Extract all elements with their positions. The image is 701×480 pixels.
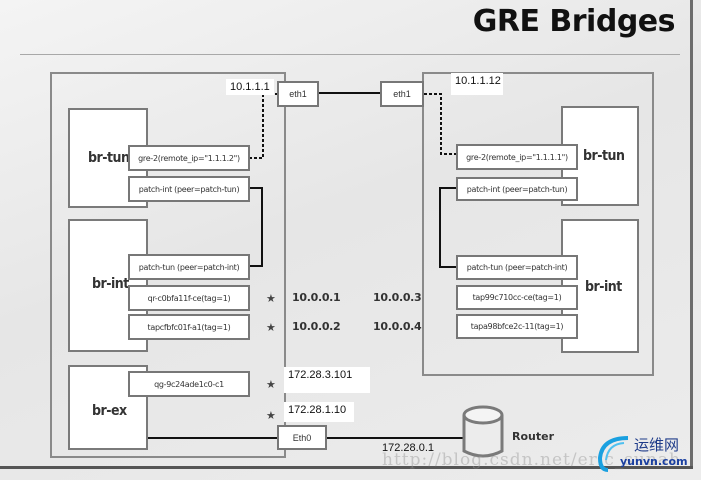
ext-marker-icon: ★: [266, 378, 276, 391]
left-patch-link: [250, 187, 263, 267]
watermark-logo-swoosh-icon: [597, 436, 629, 472]
right-gre-port[interactable]: gre-2(remote_ip="1.1.1.1"): [456, 144, 578, 170]
right-host-ip: 10.1.1.12: [451, 73, 503, 95]
right-patch-tun-port[interactable]: patch-tun (peer=patch-int): [456, 255, 578, 280]
right-host-box: [422, 72, 654, 376]
ext-marker-icon: ★: [266, 409, 276, 422]
right-eth1[interactable]: eth1: [380, 81, 424, 107]
right-br-int-label: br-int: [585, 279, 622, 295]
left-gre-tunnel-link: [250, 93, 278, 159]
frame-edge-right: [690, 0, 693, 466]
left-host-ip: 10.1.1.1: [226, 79, 274, 95]
left-host-box: [50, 72, 286, 458]
watermark-logo-en: yunvn.com: [620, 455, 688, 468]
vm-ip-left-1: 10.0.0.1: [292, 291, 341, 304]
right-gre-tunnel-link: [424, 93, 456, 155]
vm-marker-icon: ★: [266, 321, 276, 334]
left-br-ex-label: br-ex: [92, 403, 127, 419]
left-patch-tun-port[interactable]: patch-tun (peer=patch-int): [128, 254, 250, 280]
diagram-title: GRE Bridges: [472, 4, 676, 39]
left-br-int-label: br-int: [92, 276, 129, 292]
watermark-logo-cn: 运维网: [634, 436, 680, 454]
external-ip-1: 172.28.3.101: [284, 367, 370, 393]
right-patch-int-port[interactable]: patch-int (peer=patch-tun): [456, 177, 578, 201]
right-tap-port-1[interactable]: tap99c710cc-ce(tag=1): [456, 285, 578, 310]
left-gre-port[interactable]: gre-2(remote_ip="1.1.1.2"): [128, 145, 250, 171]
vm-marker-icon: ★: [266, 292, 276, 305]
left-patch-int-port[interactable]: patch-int (peer=patch-tun): [128, 176, 250, 202]
right-patch-link: [439, 187, 456, 268]
frame-edge-bottom: [0, 466, 693, 469]
left-qr-port[interactable]: qr-c0bfa11f-ce(tag=1): [128, 285, 250, 311]
right-br-tun-label: br-tun: [583, 148, 625, 164]
router-label: Router: [512, 430, 555, 443]
left-tap-port[interactable]: tapcfbfc01f-a1(tag=1): [128, 314, 250, 340]
vm-ip-right-2: 10.0.0.4: [373, 320, 422, 333]
left-qg-port[interactable]: qg-9c24ade1c0-c1: [128, 371, 250, 397]
left-br-tun-label: br-tun: [88, 150, 130, 166]
router-icon[interactable]: [460, 403, 506, 463]
right-tap-port-2[interactable]: tapa98bfce2c-11(tag=1): [456, 314, 578, 339]
vm-ip-left-2: 10.0.0.2: [292, 320, 341, 333]
watermark-url: http://blog.csdn.net/eric_sunah: [382, 450, 681, 470]
title-divider: [20, 54, 680, 55]
left-eth0[interactable]: Eth0: [277, 425, 327, 450]
external-ip-2: 172.28.1.10: [284, 402, 354, 422]
router-ip: 172.28.0.1: [382, 442, 434, 454]
left-eth1[interactable]: eth1: [277, 81, 319, 107]
vm-ip-right-1: 10.0.0.3: [373, 291, 422, 304]
